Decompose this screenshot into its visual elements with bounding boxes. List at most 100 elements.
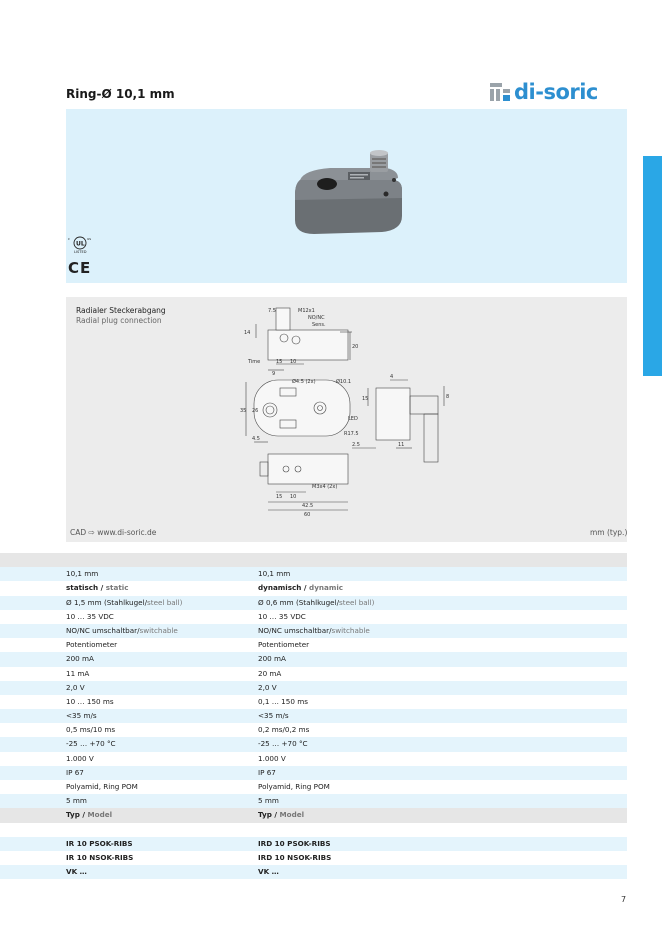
spec-cell-left: 200 mA bbox=[66, 654, 94, 664]
label-r175: R17.5 bbox=[344, 431, 359, 437]
spec-cell-right: 10 … 35 VDC bbox=[258, 611, 306, 621]
ul-listed-text: LISTED bbox=[74, 250, 87, 254]
label-led: LED bbox=[348, 416, 358, 422]
drawing-subtitle: Radial plug connection bbox=[76, 316, 162, 325]
ul-mark-text: UL bbox=[76, 241, 85, 248]
spec-cell-right: NO/NC umschaltbar/switchable bbox=[258, 624, 370, 638]
spec-cell-right: IP 67 bbox=[258, 767, 276, 777]
spec-cell-left: 10 … 35 VDC bbox=[66, 611, 114, 621]
label-m12: M12x1 bbox=[298, 308, 315, 314]
spec-cell-right: 2,0 V bbox=[258, 682, 277, 692]
spec-cell-right: -25 … +70 °C bbox=[258, 739, 308, 749]
spec-row: 10 … 35 VDC 10 … 35 VDC bbox=[0, 609, 627, 624]
spec-cell-left: 1.000 V bbox=[66, 753, 94, 763]
brand-logo: di-soric bbox=[490, 80, 598, 104]
spec-cell-left: 11 mA bbox=[66, 668, 90, 678]
page-title: Ring-Ø 10,1 mm bbox=[66, 87, 175, 101]
spec-cell-right: dynamisch / dynamic bbox=[258, 581, 343, 595]
dim-11: 11 bbox=[398, 442, 404, 448]
spec-row: Ø 1,5 mm (Stahlkugel/steel ball) Ø 0,6 mm… bbox=[0, 595, 627, 610]
spec-text-de: Typ bbox=[66, 810, 80, 820]
cad-link[interactable]: CAD ⇨ www.di-soric.de bbox=[70, 528, 157, 537]
spec-cell-left: -25 … +70 °C bbox=[66, 739, 116, 749]
spec-text-en: static bbox=[105, 583, 129, 593]
spec-text-de: NO/NC umschaltbar/ bbox=[258, 625, 332, 635]
spec-text-en: Model bbox=[87, 810, 113, 820]
label-m3: M3x4 (2x) bbox=[312, 484, 337, 490]
spec-row: 2,0 V 2,0 V bbox=[0, 680, 627, 695]
dim-15c: 15 bbox=[276, 494, 282, 500]
spec-cell-left: Ø 1,5 mm (Stahlkugel/steel ball) bbox=[66, 596, 182, 610]
spec-cell-left: <35 m/s bbox=[66, 711, 97, 721]
spec-cell-right: 0,1 … 150 ms bbox=[258, 696, 308, 706]
dimension-drawing: 7.5 M12x1 NO/NC Sens. 14 20 Time 15 10 9… bbox=[240, 302, 460, 526]
label-time: Time bbox=[247, 359, 260, 365]
spec-text-en: dynamic bbox=[309, 583, 344, 593]
dim-9: 9 bbox=[272, 371, 275, 377]
spec-text-de: dynamisch bbox=[258, 583, 302, 593]
spec-cell-right: 20 mA bbox=[258, 668, 282, 678]
spec-cell-right: Polyamid, Ring POM bbox=[258, 782, 330, 791]
spec-row: 1.000 V 1.000 V bbox=[0, 751, 627, 766]
dim-15b: 15 bbox=[362, 396, 368, 402]
svg-text:us: us bbox=[87, 237, 91, 241]
brand-mark-icon bbox=[490, 82, 510, 102]
spec-row: 10 … 150 ms 0,1 … 150 ms bbox=[0, 694, 627, 710]
spec-row bbox=[0, 822, 627, 837]
spec-cell-right: 0,2 ms/0,2 ms bbox=[258, 725, 310, 735]
side-tab bbox=[643, 156, 662, 376]
spec-separator: / bbox=[271, 810, 280, 820]
spec-row: 0,5 ms/10 ms 0,2 ms/0,2 ms bbox=[0, 723, 627, 738]
spec-text-de: Ø 0,6 mm (Stahlkugel/ bbox=[258, 597, 339, 607]
dim-20: 20 bbox=[352, 344, 358, 350]
spec-row: statisch / static dynamisch / dynamic bbox=[0, 581, 627, 596]
spec-cell-right: IRD 10 NSOK-RIBS bbox=[258, 852, 332, 862]
spec-cell-right: 1.000 V bbox=[258, 753, 286, 763]
spec-cell-left: IP 67 bbox=[66, 767, 84, 777]
spec-cell-right: Ø 0,6 mm (Stahlkugel/steel ball) bbox=[258, 596, 374, 610]
spec-text-de: NO/NC umschaltbar/ bbox=[66, 625, 140, 635]
ce-mark: CE bbox=[68, 259, 92, 277]
spec-text-en: switchable bbox=[139, 625, 178, 635]
spec-row: <35 m/s <35 m/s bbox=[0, 709, 627, 724]
spec-cell-left: statisch / static bbox=[66, 581, 129, 595]
spec-cell-left: 2,0 V bbox=[66, 682, 85, 692]
spec-cell-left: 10 … 150 ms bbox=[66, 696, 114, 706]
spec-row: -25 … +70 °C -25 … +70 °C bbox=[0, 737, 627, 752]
spec-cell-right: VK … bbox=[258, 867, 279, 877]
spec-text-de: Typ bbox=[258, 810, 272, 820]
spec-row bbox=[0, 553, 627, 568]
spec-text-en: switchable bbox=[331, 625, 370, 635]
spec-row: IP 67 IP 67 bbox=[0, 765, 627, 780]
dim-4: 4 bbox=[390, 374, 393, 380]
spec-cell-left: Polyamid, Ring POM bbox=[66, 782, 138, 791]
label-d101: Ø10.1 bbox=[336, 378, 351, 385]
unit-note: mm (typ.) bbox=[590, 528, 628, 537]
spec-cell-left: 0,5 ms/10 ms bbox=[66, 725, 116, 735]
spec-cell-right: <35 m/s bbox=[258, 711, 289, 721]
brand-name: di-soric bbox=[514, 80, 598, 104]
spec-cell-right: 5 mm bbox=[258, 796, 279, 806]
dim-7-5: 7.5 bbox=[268, 308, 276, 314]
spec-row: 5 mm 5 mm bbox=[0, 794, 627, 809]
spec-cell-left: NO/NC umschaltbar/switchable bbox=[66, 624, 178, 638]
spec-cell-right: 10,1 mm bbox=[258, 569, 291, 579]
spec-cell-left: 5 mm bbox=[66, 796, 87, 806]
spec-cell-left: VK … bbox=[66, 867, 87, 877]
spec-row: 11 mA 20 mA bbox=[0, 666, 627, 681]
spec-cell-right: Potentiometer bbox=[258, 640, 310, 650]
dim-26: 26 bbox=[252, 408, 258, 414]
dim-10a: 10 bbox=[290, 359, 296, 365]
page-number: 7 bbox=[621, 895, 627, 904]
dim-35: 35 bbox=[240, 408, 246, 414]
spec-text-de: statisch bbox=[66, 583, 99, 593]
dim-2-5: 2.5 bbox=[352, 442, 360, 448]
